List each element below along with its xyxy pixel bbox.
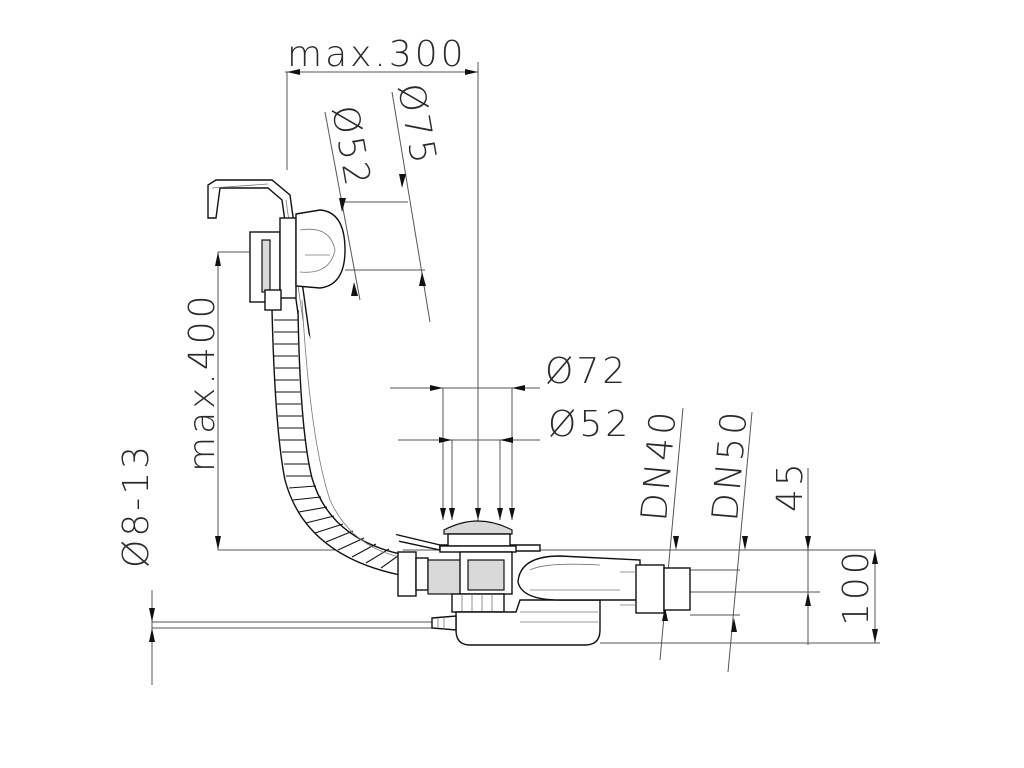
label-dia-72: Ø72 xyxy=(545,351,628,392)
label-max-400: max.400 xyxy=(182,292,223,472)
label-dia-8-13: Ø8-13 xyxy=(116,443,157,568)
overflow-hose xyxy=(271,299,421,576)
label-dia-75-top: Ø75 xyxy=(389,80,444,169)
label-100: 100 xyxy=(836,548,877,626)
label-max-300: max.300 xyxy=(287,34,467,75)
label-45: 45 xyxy=(770,460,811,512)
dimension-labels: max.300 Ø52 Ø75 max.400 Ø72 Ø52 DN40 DN5… xyxy=(116,34,877,626)
label-dia-52-top: Ø52 xyxy=(323,102,378,191)
label-dn40: DN40 xyxy=(634,407,685,523)
label-dn50: DN50 xyxy=(705,407,756,523)
overflow-rose xyxy=(249,209,346,311)
label-dia-52-mid: Ø52 xyxy=(548,404,631,445)
drain-body xyxy=(397,520,691,646)
dimension-lines xyxy=(149,62,880,685)
